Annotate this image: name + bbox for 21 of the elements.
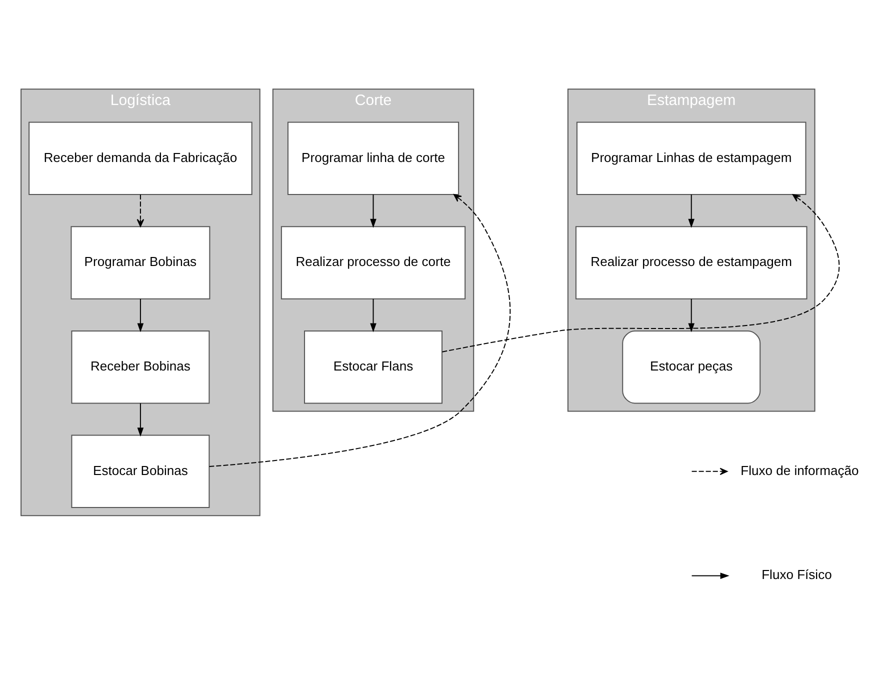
arrow: [136, 194, 144, 227]
node-box: Realizar processo de corte: [280, 226, 466, 300]
legend-label: Fluxo Físico: [761, 567, 832, 582]
node-box: Realizar processo de estampagem: [574, 226, 807, 300]
arrow: [370, 298, 376, 332]
node-box: Programar Linhas de estampagem: [576, 122, 806, 195]
node-box: Estocar peças: [622, 330, 760, 404]
arrow: [688, 194, 694, 228]
node-box: Receber Bobinas: [70, 330, 210, 404]
node-box: Estocar Flans: [304, 330, 442, 404]
node-box: Receber demanda da Fabricação: [28, 122, 252, 195]
arrow: [688, 298, 694, 332]
node-box: Programar Bobinas: [70, 226, 210, 300]
legend-label: Fluxo de informação: [740, 462, 858, 478]
node-box: Estocar Bobinas: [70, 434, 210, 508]
arrow: [370, 194, 376, 228]
arrow: [136, 298, 144, 332]
node-box: Programar linha de corte: [286, 122, 459, 195]
arrow: [442, 194, 840, 352]
arrow: [208, 194, 510, 468]
arrow: [136, 403, 144, 437]
